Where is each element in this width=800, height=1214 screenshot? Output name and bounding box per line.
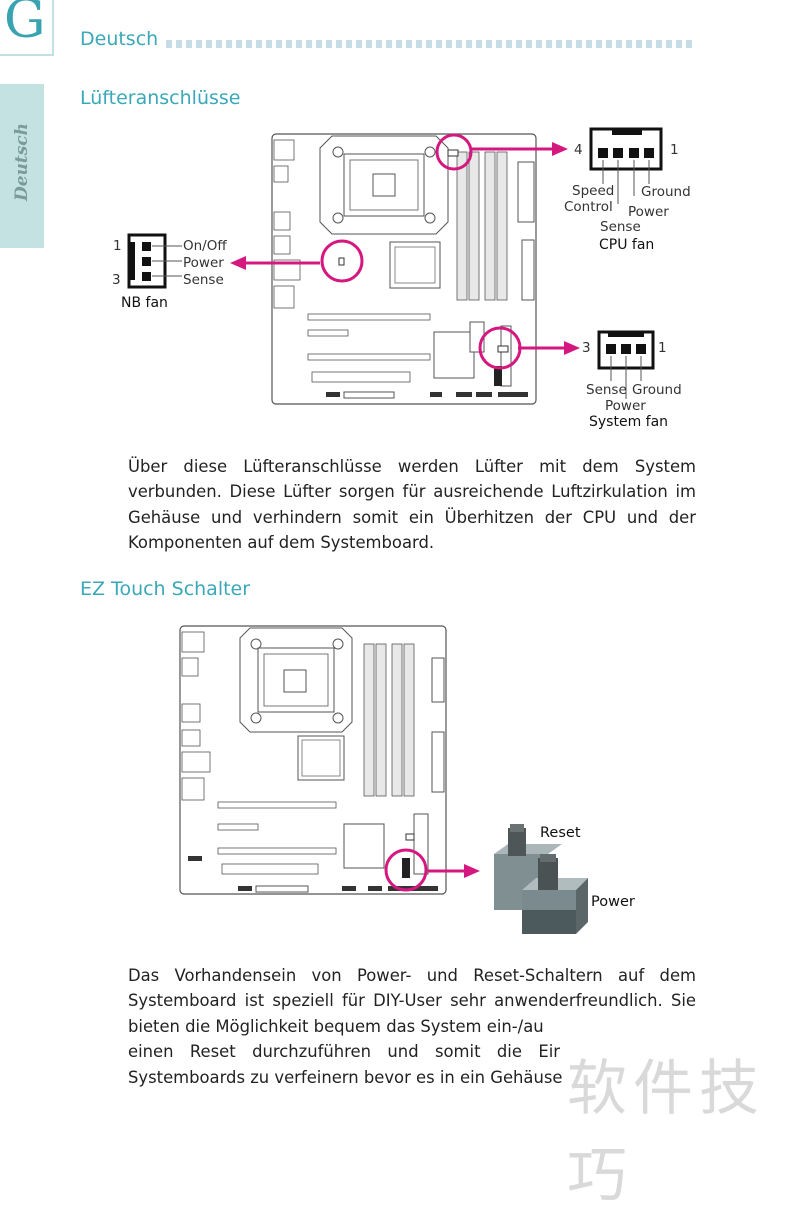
chapter-box xyxy=(0,0,54,56)
system-fan-name: System fan xyxy=(589,414,669,430)
paragraph-line: Das Vorhandensein von Power- und Reset-S… xyxy=(128,966,696,985)
cpu-fan-label-ground: Ground xyxy=(641,184,691,200)
paragraph-line: Systemboard ist speziell für DIY-User se… xyxy=(128,991,696,1011)
switch-section-paragraph: Das Vorhandensein von Power- und Reset-S… xyxy=(128,963,696,1090)
cpu-fan-label-control: Control xyxy=(564,199,613,215)
arrow-to-nb-fan xyxy=(230,256,320,270)
paragraph-line: verbunden. Diese Lüfter sorgen für ausre… xyxy=(128,482,696,502)
side-tab xyxy=(0,84,44,248)
header-dotted-rule xyxy=(166,40,696,48)
cpu-fan-connector-icon xyxy=(589,127,663,204)
arrow-to-switches xyxy=(428,864,480,878)
nb-fan-label-sense: Sense xyxy=(183,272,224,288)
cpu-fan-label-power: Power xyxy=(628,204,669,220)
chapter-letter: G xyxy=(4,0,46,50)
motherboard-diagram-fans xyxy=(271,133,537,405)
nb-fan-name: NB fan xyxy=(121,295,168,311)
cpu-fan-pin-1: 1 xyxy=(670,142,679,158)
paragraph-line: Gehäuse und verhindern somit ein Überhit… xyxy=(128,507,696,527)
paragraph-line: Systemboards zu verfeinern bevor es in e… xyxy=(128,1067,563,1087)
motherboard-diagram-switches xyxy=(179,625,447,895)
power-switch-label: Power xyxy=(591,894,635,910)
paragraph-line: Über diese Lüfteranschlüsse werden Lüfte… xyxy=(128,457,696,476)
paragraph-line: bieten die Möglichkeit bequem das System… xyxy=(128,1016,544,1036)
section-title-fans: Lüfteranschlüsse xyxy=(80,87,241,109)
nb-fan-pin-3: 3 xyxy=(112,272,121,288)
cpu-fan-label-speed: Speed xyxy=(572,183,615,199)
section-title-ez-touch: EZ Touch Schalter xyxy=(80,578,251,600)
cpu-fan-name: CPU fan xyxy=(599,237,655,253)
paragraph-line: einen Reset durchzuführen und somit die … xyxy=(128,1042,560,1062)
nb-fan-connector-icon xyxy=(127,233,182,289)
cpu-fan-pin-4: 4 xyxy=(574,142,583,158)
arrow-to-system-fan xyxy=(518,341,580,355)
watermark-text: 软件技巧 xyxy=(567,1054,765,1211)
reset-switch-label: Reset xyxy=(540,825,581,841)
system-fan-pin-3: 3 xyxy=(582,340,591,356)
system-fan-connector-icon xyxy=(597,330,655,399)
cpu-fan-label-sense: Sense xyxy=(600,219,641,235)
header-title: Deutsch xyxy=(80,28,159,50)
system-fan-label-power: Power xyxy=(605,398,646,414)
nb-fan-label-onoff: On/Off xyxy=(183,238,227,254)
nb-fan-pin-1: 1 xyxy=(113,238,122,254)
system-fan-label-ground: Ground xyxy=(632,382,682,398)
arrow-to-cpu-fan xyxy=(470,142,568,156)
system-fan-pin-1: 1 xyxy=(658,340,667,356)
reset-power-switches-image xyxy=(494,824,588,934)
fan-section-paragraph: Über diese Lüfteranschlüsse werden Lüfte… xyxy=(128,454,696,556)
side-tab-label: Deutsch xyxy=(12,122,32,202)
paragraph-line: Komponenten auf dem Systemboard. xyxy=(128,533,435,553)
nb-fan-label-power: Power xyxy=(183,255,224,271)
system-fan-label-sense: Sense xyxy=(586,382,627,398)
